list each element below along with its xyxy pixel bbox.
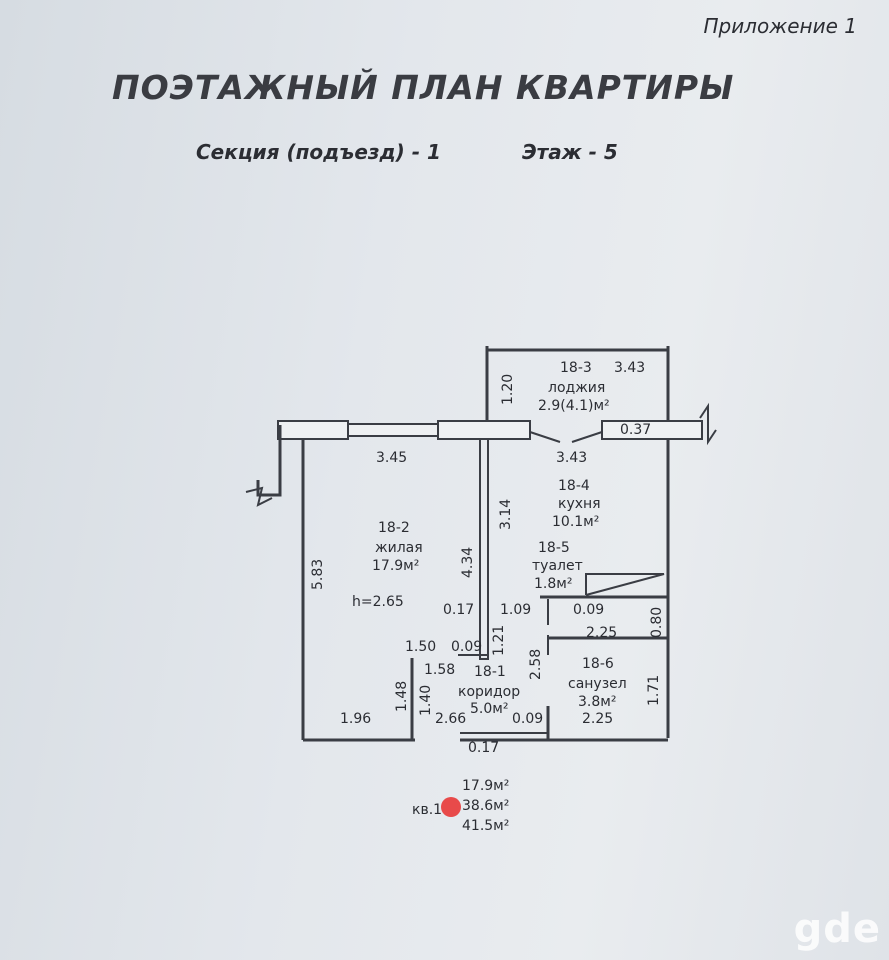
loggia-walls xyxy=(485,346,670,738)
dim-living-length: 5.83 xyxy=(310,559,326,590)
partitions xyxy=(410,438,668,740)
dim-bath-width-top: 2.25 xyxy=(586,625,617,641)
watermark-logo: gde xyxy=(793,906,881,952)
dim-wall-stub: 0.37 xyxy=(620,422,651,438)
corridor-id: 18-1 xyxy=(474,664,506,680)
total-living-area: 17.9м² xyxy=(462,778,510,794)
red-marker xyxy=(441,797,461,817)
dim-loggia-width: 3.43 xyxy=(614,360,645,376)
total-area: 38.6м² xyxy=(462,798,510,814)
dim-niche-150: 1.50 xyxy=(405,639,436,655)
bathroom-area: 3.8м² xyxy=(578,694,616,710)
dim-140: 1.40 xyxy=(418,685,434,716)
dim-bath-width-bottom: 2.25 xyxy=(582,711,613,727)
toilet-area: 1.8м² xyxy=(534,576,572,592)
toilet-id: 18-5 xyxy=(538,540,570,556)
living-id: 18-2 xyxy=(378,520,410,536)
dim-wall-017-a: 0.17 xyxy=(443,602,474,618)
living-name: жилая xyxy=(375,540,423,556)
kitchen-name: кухня xyxy=(558,496,601,512)
bathroom-id: 18-6 xyxy=(582,656,614,672)
total-with-loggia: 41.5м² xyxy=(462,818,510,834)
page-title: ПОЭТАЖНЫЙ ПЛАН КВАРТИРЫ xyxy=(112,68,735,107)
dim-toilet-width: 1.09 xyxy=(500,602,531,618)
dim-wall-017-b: 0.17 xyxy=(468,740,499,756)
dim-corr-121: 1.21 xyxy=(491,625,507,656)
dim-toilet-depth: 0.80 xyxy=(649,607,665,638)
dim-kitchen-depth: 3.14 xyxy=(498,499,514,530)
dim-corr-258: 2.58 xyxy=(528,649,544,680)
dim-loggia-depth: 1.20 xyxy=(500,374,516,405)
floor-label: Этаж - 5 xyxy=(522,140,618,164)
loggia-name: лоджия xyxy=(548,380,605,396)
dim-148: 1.48 xyxy=(394,681,410,712)
corridor-name: коридор xyxy=(458,684,520,700)
loggia-area: 2.9(4.1)м² xyxy=(538,398,610,414)
corridor-area: 5.0м² xyxy=(470,701,508,717)
toilet-name: туалет xyxy=(532,558,583,574)
dim-wall-009-a: 0.09 xyxy=(573,602,604,618)
dim-corr-158: 1.58 xyxy=(424,662,455,678)
section-label: Секция (подъезд) - 1 xyxy=(196,140,441,164)
dim-bath-depth: 1.71 xyxy=(646,675,662,706)
loggia-id: 18-3 xyxy=(560,360,592,376)
appendix-label: Приложение 1 xyxy=(703,14,857,38)
living-area: 17.9м² xyxy=(372,558,419,574)
left-wall xyxy=(245,425,668,742)
bathroom-name: санузел xyxy=(568,676,627,692)
dim-living-partition: 4.34 xyxy=(460,547,476,578)
dim-corr-266: 2.66 xyxy=(435,711,466,727)
dim-living-width: 3.45 xyxy=(376,450,407,466)
dim-196: 1.96 xyxy=(340,711,371,727)
dim-kitchen-width: 3.43 xyxy=(556,450,587,466)
ceiling-height: h=2.65 xyxy=(352,594,404,610)
apartment-label: кв.1 xyxy=(412,802,443,818)
kitchen-id: 18-4 xyxy=(558,478,590,494)
top-wall xyxy=(277,402,717,446)
dim-wall-009-b: 0.09 xyxy=(451,639,482,655)
dim-wall-009-c: 0.09 xyxy=(512,711,543,727)
kitchen-area: 10.1м² xyxy=(552,514,599,530)
